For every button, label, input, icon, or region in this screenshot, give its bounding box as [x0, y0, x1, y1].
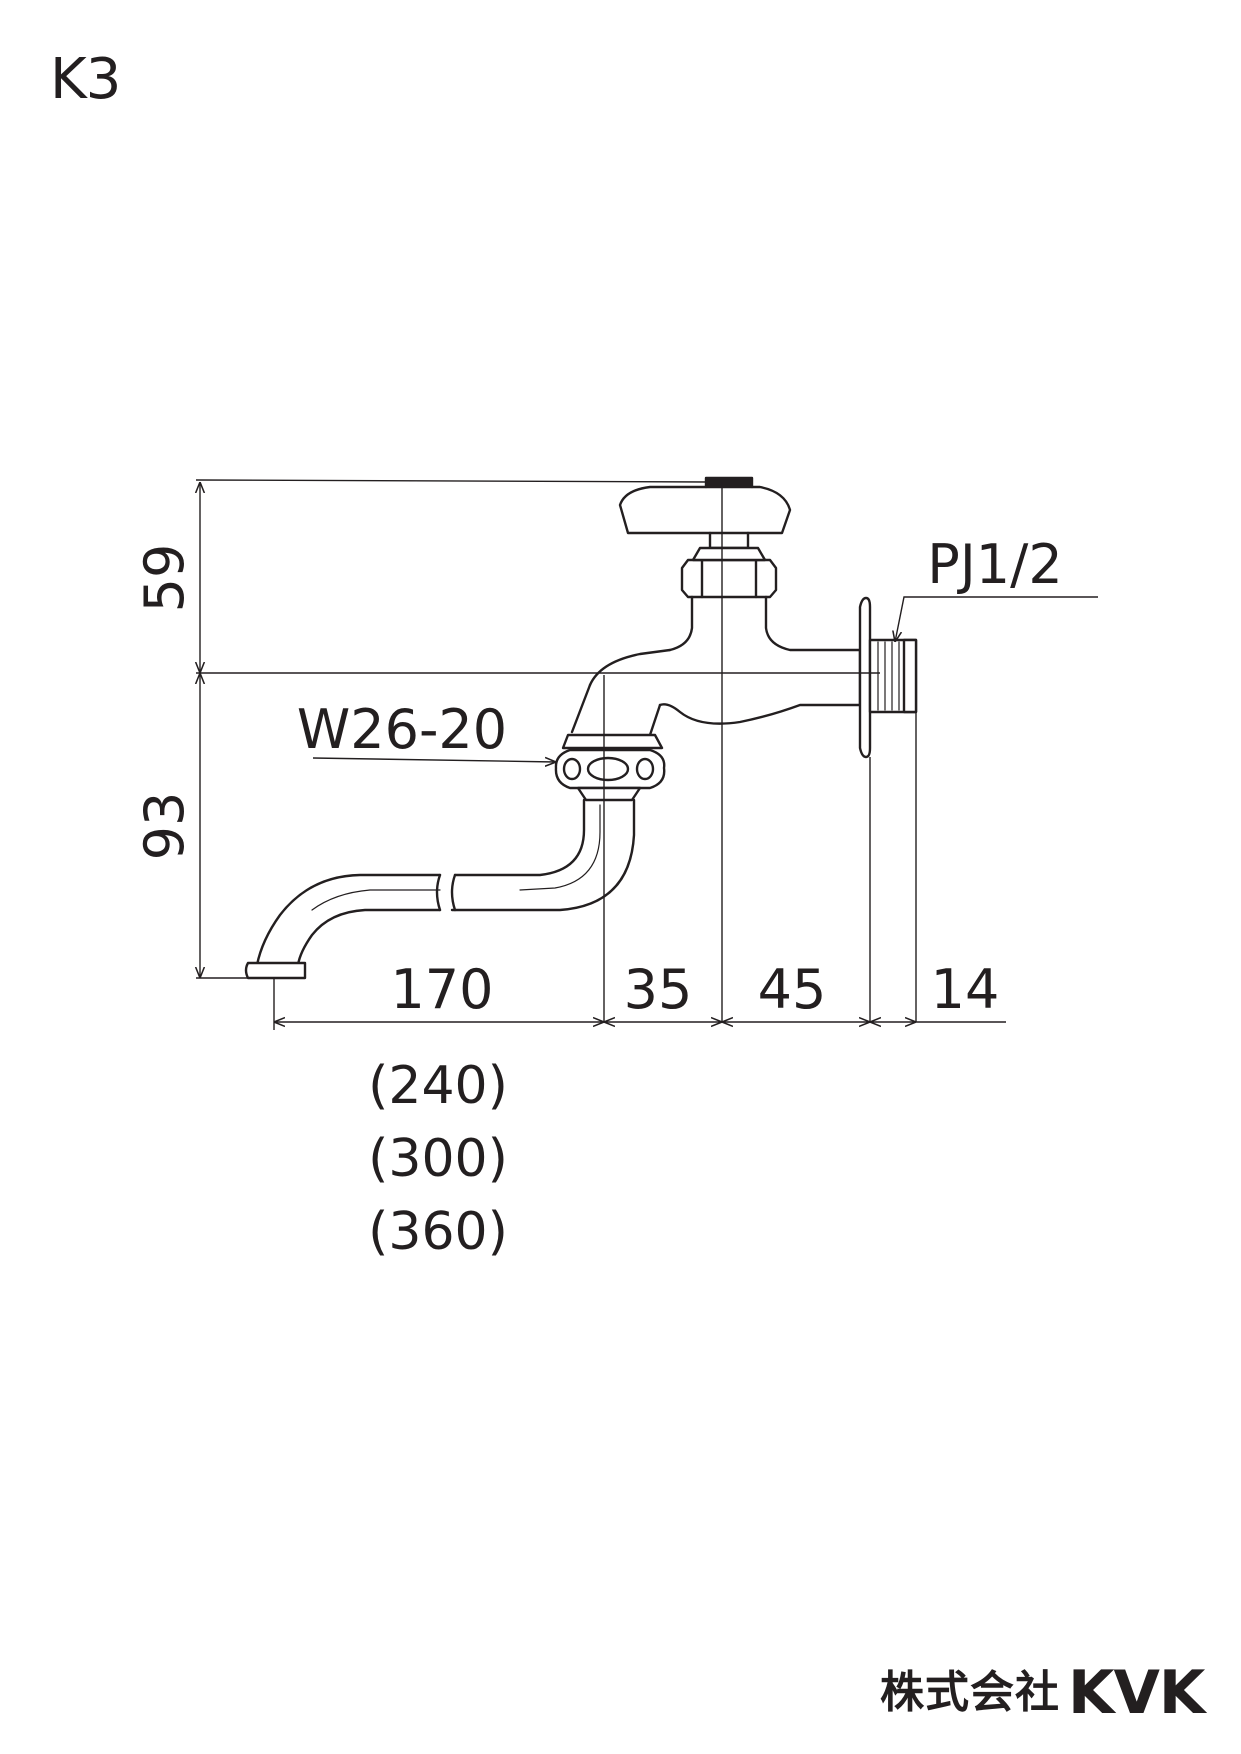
label-w26-20: W26-20 — [297, 698, 507, 761]
dim-93: 93 — [133, 792, 196, 861]
dim-14: 14 — [931, 958, 1000, 1021]
dim-170: 170 — [390, 958, 493, 1021]
dim-45: 45 — [758, 958, 827, 1021]
spout-pipe — [453, 798, 586, 877]
brand-logo: KVK — [1068, 1658, 1205, 1728]
spout-tip — [244, 961, 307, 980]
faucet-illustration — [244, 476, 918, 980]
bonnet-nut — [680, 558, 778, 599]
label-pj1-2: PJ1/2 — [927, 533, 1062, 596]
wall-flange — [858, 596, 872, 759]
dim-35: 35 — [624, 958, 693, 1021]
union-nut — [554, 748, 666, 790]
dimension-lines — [196, 479, 1098, 1030]
leader-w26 — [312, 758, 556, 762]
company-name: 株式会社 — [880, 1667, 1060, 1718]
model-code: K3 — [50, 47, 121, 112]
handle — [618, 485, 792, 535]
alt-length-360: (360) — [368, 1202, 508, 1262]
alt-length-240: (240) — [368, 1056, 508, 1116]
leader-pj — [895, 596, 1098, 642]
dim-59: 59 — [133, 544, 196, 613]
alt-length-300: (300) — [368, 1129, 508, 1189]
company-logo: 株式会社 KVK — [880, 1658, 1205, 1728]
